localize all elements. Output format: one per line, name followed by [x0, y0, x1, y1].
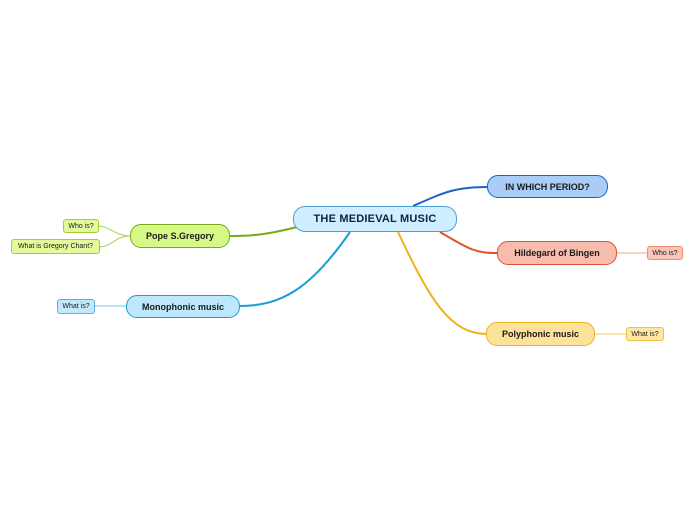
subtopic-monophonic-what-is[interactable]: What is?: [57, 299, 95, 314]
subtopic-polyphonic-what-is[interactable]: What is?: [626, 327, 664, 341]
topic-monophonic-music[interactable]: Monophonic music: [126, 295, 240, 318]
edge-period: [412, 186, 489, 207]
subtopic-hildegard-who-is[interactable]: Who is?: [647, 246, 683, 260]
edge-gregory: [228, 226, 298, 237]
central-topic[interactable]: THE MEDIEVAL MUSIC: [293, 206, 457, 232]
edge-gregory-who: [97, 225, 131, 237]
topic-polyphonic-music[interactable]: Polyphonic music: [486, 322, 595, 346]
subtopic-gregory-who-is[interactable]: Who is?: [63, 219, 99, 233]
edge-polyphonic: [397, 231, 488, 335]
edge-hildegard: [439, 231, 498, 254]
topic-in-which-period[interactable]: IN WHICH PERIOD?: [487, 175, 608, 198]
topic-pope-s-gregory[interactable]: Pope S.Gregory: [130, 224, 230, 248]
edge-monophonic: [239, 231, 351, 307]
edge-gregory-chant: [98, 235, 131, 248]
subtopic-gregory-chant[interactable]: What is Gregory Chant?: [11, 239, 100, 254]
topic-hildegard-of-bingen[interactable]: Hildegard of Bingen: [497, 241, 617, 265]
